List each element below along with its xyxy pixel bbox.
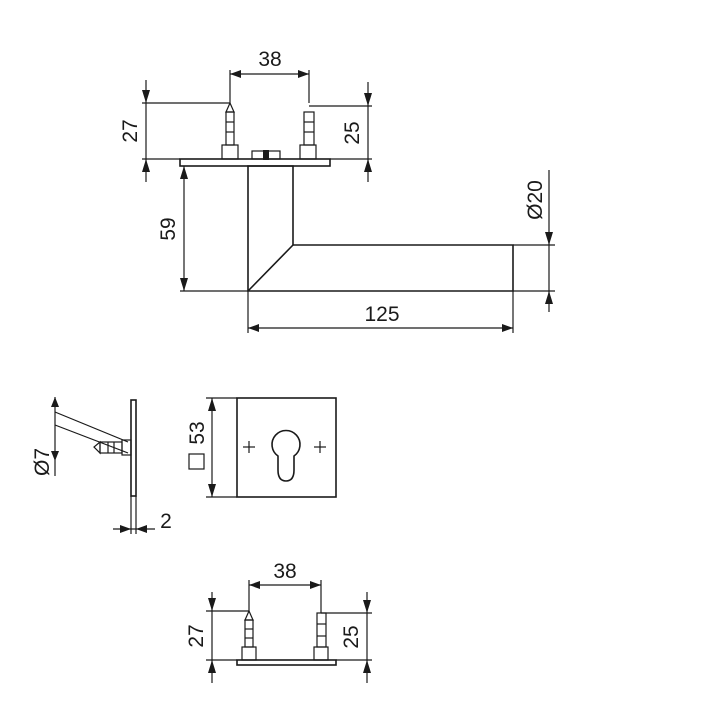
spindle-mark [263,150,269,160]
dim-bottom-left-height [206,592,249,683]
dim-fixing-diameter [51,397,129,476]
escutcheon-plate [236,397,337,498]
dim-top-left-height-label: 27 [119,119,142,142]
screw-mark-right [314,441,326,453]
dim-rose-square-label: 53 [186,421,209,444]
backplate-view: 38 27 25 [185,560,372,683]
rose-side-plate [130,399,137,497]
escutcheon-front-view: 53 [186,397,337,498]
dim-rose-thickness [113,496,155,534]
rose-plate [179,158,331,167]
dim-lever-diameter-label: Ø20 [524,180,547,220]
dim-top-left-height [142,80,230,182]
dim-bottom-right-height-label: 25 [340,625,363,648]
dim-bottom-left-height-label: 27 [185,624,208,647]
dim-bottom-right-height [321,592,372,683]
backplate [236,659,337,666]
dim-lever-length-label: 125 [364,303,399,326]
right-fixing-bolt [299,111,317,160]
dim-fixing-diameter-label: Ø7 [31,448,54,476]
dim-top-spacing-label: 38 [258,48,281,71]
dim-rose-to-lever [180,166,248,292]
bottom-right-bolt [313,612,329,661]
dim-lever-length [247,291,514,333]
side-bolt [93,439,132,456]
dim-top-spacing [229,70,310,103]
lever-body [247,165,514,292]
side-section-view: Ø7 2 [31,397,172,534]
dim-rose-to-lever-label: 59 [157,217,180,240]
screw-mark-left [243,441,255,453]
square-symbol-icon [188,453,205,470]
dim-bottom-spacing [248,580,322,613]
left-fixing-bolt [221,101,239,160]
dim-top-right-height [309,82,372,182]
keyhole [271,429,301,482]
dim-top-right-height-label: 25 [341,121,364,144]
dim-rose-thickness-label: 2 [160,510,172,533]
dim-rose-square [206,397,237,498]
dim-bottom-spacing-label: 38 [273,560,296,583]
dim-lever-diameter [513,170,555,312]
lever-handle-view: 38 27 25 59 [119,48,555,333]
bottom-left-bolt [241,609,257,661]
